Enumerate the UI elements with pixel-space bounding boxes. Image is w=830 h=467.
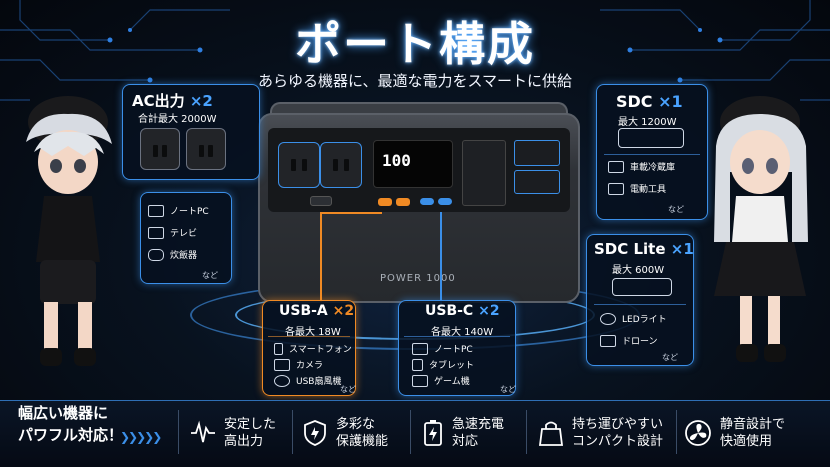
feature-bar: [0, 400, 830, 467]
ac-panel-outlet-icon-1: [140, 128, 180, 170]
laptop-icon: [412, 342, 428, 355]
usb-c-port-2: [438, 198, 452, 205]
sdc-lite-etc: など: [662, 353, 678, 362]
feature-protection: 多彩な 保護機能: [302, 404, 388, 462]
usb-a-item-fan: USB扇風機: [274, 374, 341, 387]
usb-a-item-phone: スマートフォン: [274, 342, 352, 355]
waveform-icon: [191, 420, 215, 443]
feature-divider-4: [526, 410, 527, 454]
phone-icon: [274, 342, 283, 355]
bulb-icon: [600, 312, 616, 325]
sdc-lite-panel-heading: SDC Lite ×1: [594, 240, 694, 258]
shield-icon: [304, 420, 326, 446]
tablet-icon: [412, 358, 423, 371]
sdc-panel-heading: SDC ×1: [616, 92, 683, 111]
usb-a-etc: など: [340, 385, 356, 394]
ac-etc: など: [202, 271, 218, 280]
usb-a-panel: USB-A ×2 各最大 18W: [262, 300, 356, 396]
feature-stable-output: 安定した 高出力: [190, 404, 276, 462]
ac-outlet-1: [278, 142, 320, 188]
rice-cooker-icon: [148, 248, 164, 261]
chevron-arrows-icon: ❯❯❯❯❯: [120, 430, 162, 444]
page-title: ポート構成: [295, 17, 535, 71]
feature-quiet: 静音設計で 快適使用: [684, 404, 785, 462]
ac-devices-panel: [140, 192, 232, 284]
display-value: 100: [382, 151, 411, 170]
sdc-port: [514, 140, 560, 166]
feature-fast-charge: 急速充電 対応: [422, 404, 504, 462]
character-left: [26, 96, 112, 366]
feature-divider-2: [292, 410, 293, 454]
sdc-lite-port-icon: [612, 278, 672, 296]
dc-cover: [462, 140, 506, 206]
sdc-divider: [604, 154, 700, 155]
feature-divider-3: [410, 410, 411, 454]
feature-divider-1: [178, 410, 179, 454]
ac-panel-spec: 合計最大 2000W: [138, 114, 217, 125]
bag-icon: [538, 421, 564, 446]
ac-panel-heading: AC出力 ×2: [132, 92, 213, 110]
drone-icon: [600, 334, 616, 347]
sdc-lite-panel-spec: 最大 600W: [612, 265, 665, 276]
sdc-etc: など: [668, 205, 684, 214]
sdc-port-icon: [618, 128, 684, 148]
fan-icon: [274, 374, 290, 387]
battery-charge-icon: [424, 420, 442, 446]
usb-a-panel-heading: USB-A ×2: [279, 303, 355, 319]
feature-divider-5: [676, 410, 677, 454]
game-console-icon: [412, 374, 428, 387]
sdc-lite-divider: [594, 304, 686, 305]
character-right: [714, 96, 808, 362]
usb-c-item-laptop: ノートPC: [412, 342, 473, 355]
usb-c-item-tablet: タブレット: [412, 358, 474, 371]
feature-lead-text: 幅広い機器に パワフル対応！: [18, 404, 124, 444]
connector-usb-a: [320, 212, 382, 302]
usb-c-panel-spec: 各最大 140W: [431, 327, 494, 338]
ac-item-rice-cooker: 炊飯器: [148, 248, 197, 261]
tv-icon: [148, 226, 164, 239]
power-button: [310, 196, 332, 206]
sdc-lite-item-led: LEDライト: [600, 312, 667, 325]
usb-a-port-2: [396, 198, 410, 206]
car-fridge-icon: [608, 160, 624, 173]
ac-item-laptop: ノートPC: [148, 204, 209, 217]
usb-c-item-game: ゲーム機: [412, 374, 470, 387]
sdc-panel: [596, 84, 708, 220]
laptop-icon: [148, 204, 164, 217]
usb-a-divider: [268, 336, 350, 337]
device-display: 100: [373, 140, 453, 188]
sdc-lite-panel: [586, 234, 694, 366]
usb-c-panel-heading: USB-C ×2: [425, 303, 500, 319]
usb-a-item-camera: カメラ: [274, 358, 323, 371]
usb-a-port-1: [378, 198, 392, 206]
ac-panel-outlet-icon-2: [186, 128, 226, 170]
sdc-panel-spec: 最大 1200W: [618, 117, 677, 128]
device-brand-label: POWER 1000: [380, 273, 456, 284]
sdc-lite-item-drone: ドローン: [600, 334, 658, 347]
connector-usb-c: [440, 212, 442, 304]
usb-c-divider: [404, 336, 510, 337]
fan-icon: [685, 420, 711, 446]
usb-c-etc: など: [500, 385, 516, 394]
sdc-lite-port: [514, 170, 560, 194]
usb-c-port-1: [420, 198, 434, 205]
ac-item-tv: テレビ: [148, 226, 197, 239]
page-subtitle: あらゆる機器に、最適な電力をスマートに供給: [257, 72, 573, 90]
sdc-item-power-tool: 電動工具: [608, 182, 666, 195]
ac-outlet-2: [320, 142, 362, 188]
usb-c-panel: USB-C ×2 各最大 140W: [398, 300, 516, 396]
usb-a-panel-spec: 各最大 18W: [285, 327, 341, 338]
drill-icon: [608, 182, 624, 195]
sdc-item-fridge: 車載冷蔵庫: [608, 160, 675, 173]
feature-compact: 持ち運びやすい コンパクト設計: [538, 404, 663, 462]
camera-icon: [274, 358, 290, 371]
